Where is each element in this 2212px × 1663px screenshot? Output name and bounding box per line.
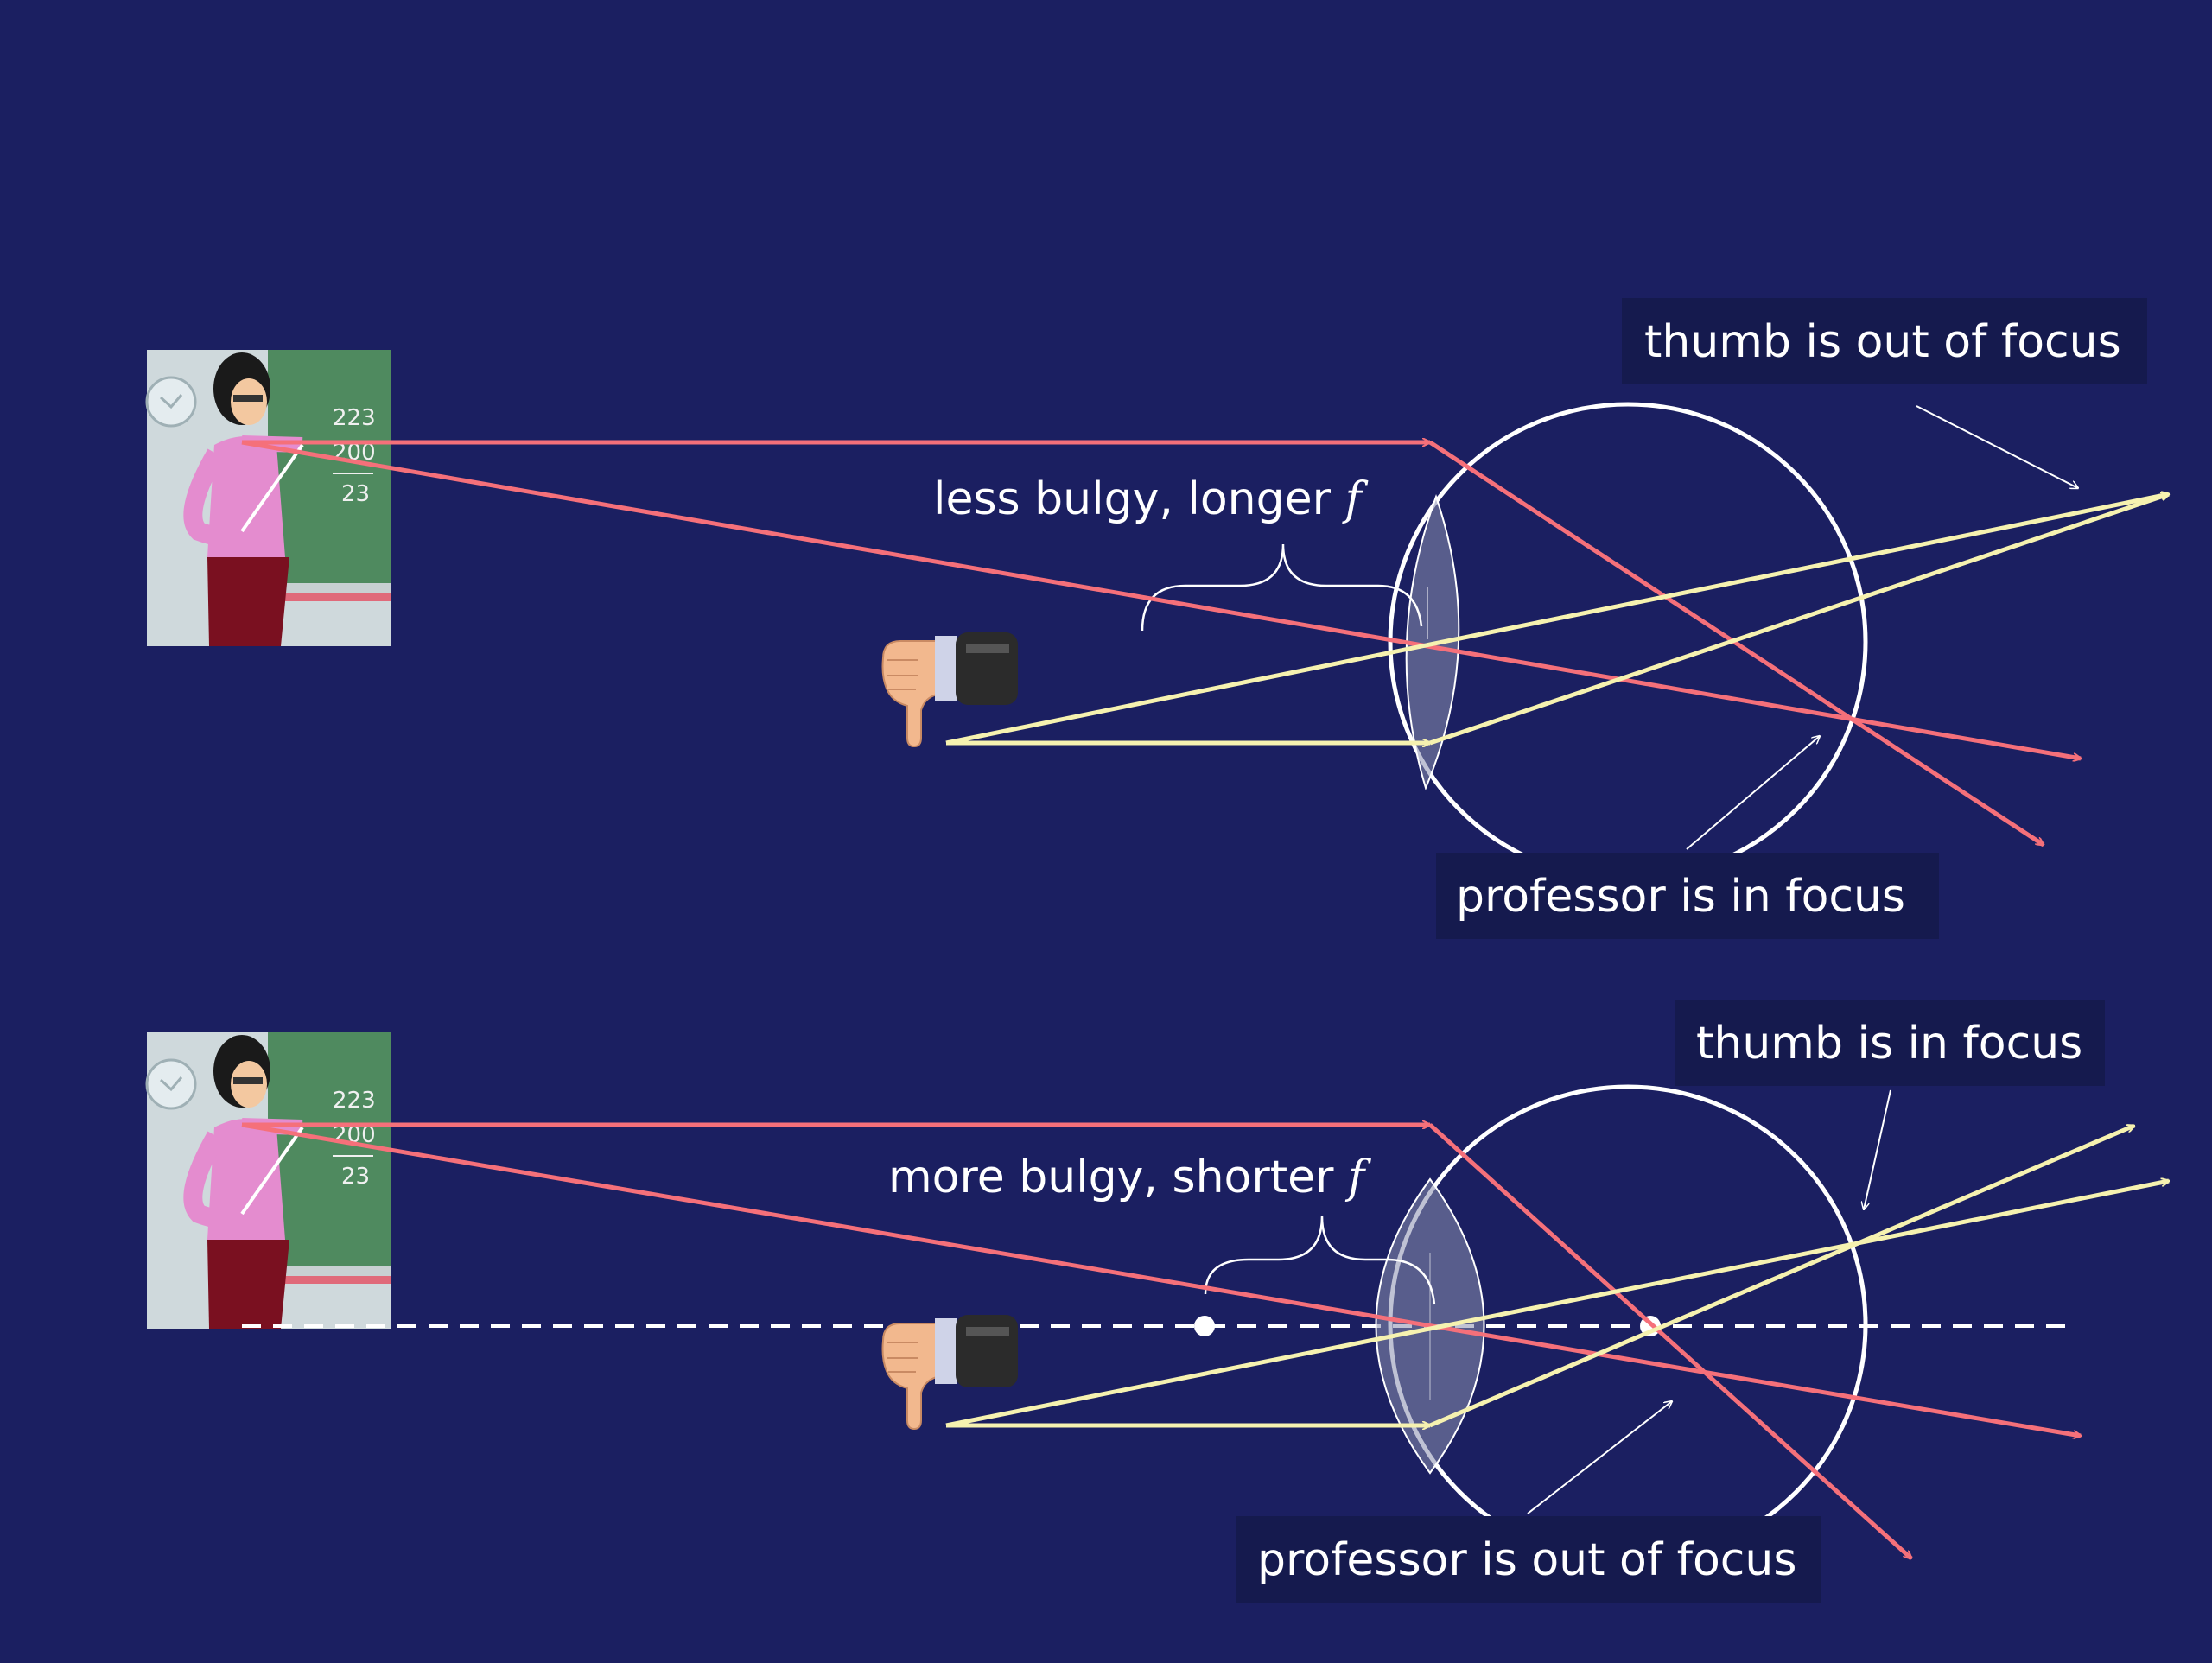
svg-text:23: 23 (341, 1164, 370, 1190)
top-professor-pointer-arrow (1686, 736, 1820, 850)
thumb-ray-upper (945, 494, 2169, 746)
top-lens-label: less bulgy, longer f (933, 473, 1369, 525)
bottom-professor-out-of-focus-label: professor is out of focus (1257, 1534, 1796, 1586)
bottom-professor-pointer-arrow (1527, 1401, 1672, 1514)
bottom-diagram: 223 200 23 more bulgy, shorter f thumb (147, 1000, 2169, 1603)
professor-ray-upper-refracted-bottom (1428, 1123, 1911, 1558)
bottom-thumb-pointer-arrow (1864, 1089, 1891, 1209)
lens-brace (1141, 543, 1423, 632)
top-thumb-label-box (1622, 298, 2147, 384)
professor-ray-lower-bottom (241, 1122, 2081, 1436)
lens-brace-bottom (1204, 1216, 1436, 1305)
top-diagram: 223 200 23 less bulgy, longer f thumb is… (147, 298, 2169, 939)
svg-text:223: 223 (333, 1088, 376, 1114)
professor-ray-upper-refracted (1428, 440, 2044, 847)
svg-text:23: 23 (341, 481, 370, 507)
focal-point-front (1194, 1316, 1215, 1336)
eyeball-outline (1388, 402, 1868, 882)
thumb-ray-lower-refracted (1429, 494, 2169, 746)
thumb-ray-lower-refracted-bottom (1429, 1123, 2134, 1428)
top-professor-in-focus-label: professor is in focus (1456, 871, 1905, 923)
bottom-professor-label-box (1236, 1516, 1821, 1603)
thumbs-down-icon-bottom (881, 1314, 1019, 1430)
top-thumb-pointer-arrow (1916, 405, 2078, 488)
bottom-thumb-label-box (1675, 1000, 2105, 1086)
bottom-thumb-in-focus-label: thumb is in focus (1696, 1018, 2082, 1070)
thumbs-down-icon (881, 632, 1019, 747)
top-thumb-out-of-focus-label: thumb is out of focus (1644, 316, 2121, 368)
thumb-ray-upper-bottom (945, 1181, 2169, 1428)
top-professor-label-box (1436, 853, 1939, 939)
professor-ray-lower (241, 440, 2081, 759)
blackboard-numbers-bottom: 223 200 23 (333, 1088, 376, 1190)
svg-text:223: 223 (333, 405, 376, 431)
bottom-lens-label: more bulgy, shorter f (888, 1152, 1371, 1203)
